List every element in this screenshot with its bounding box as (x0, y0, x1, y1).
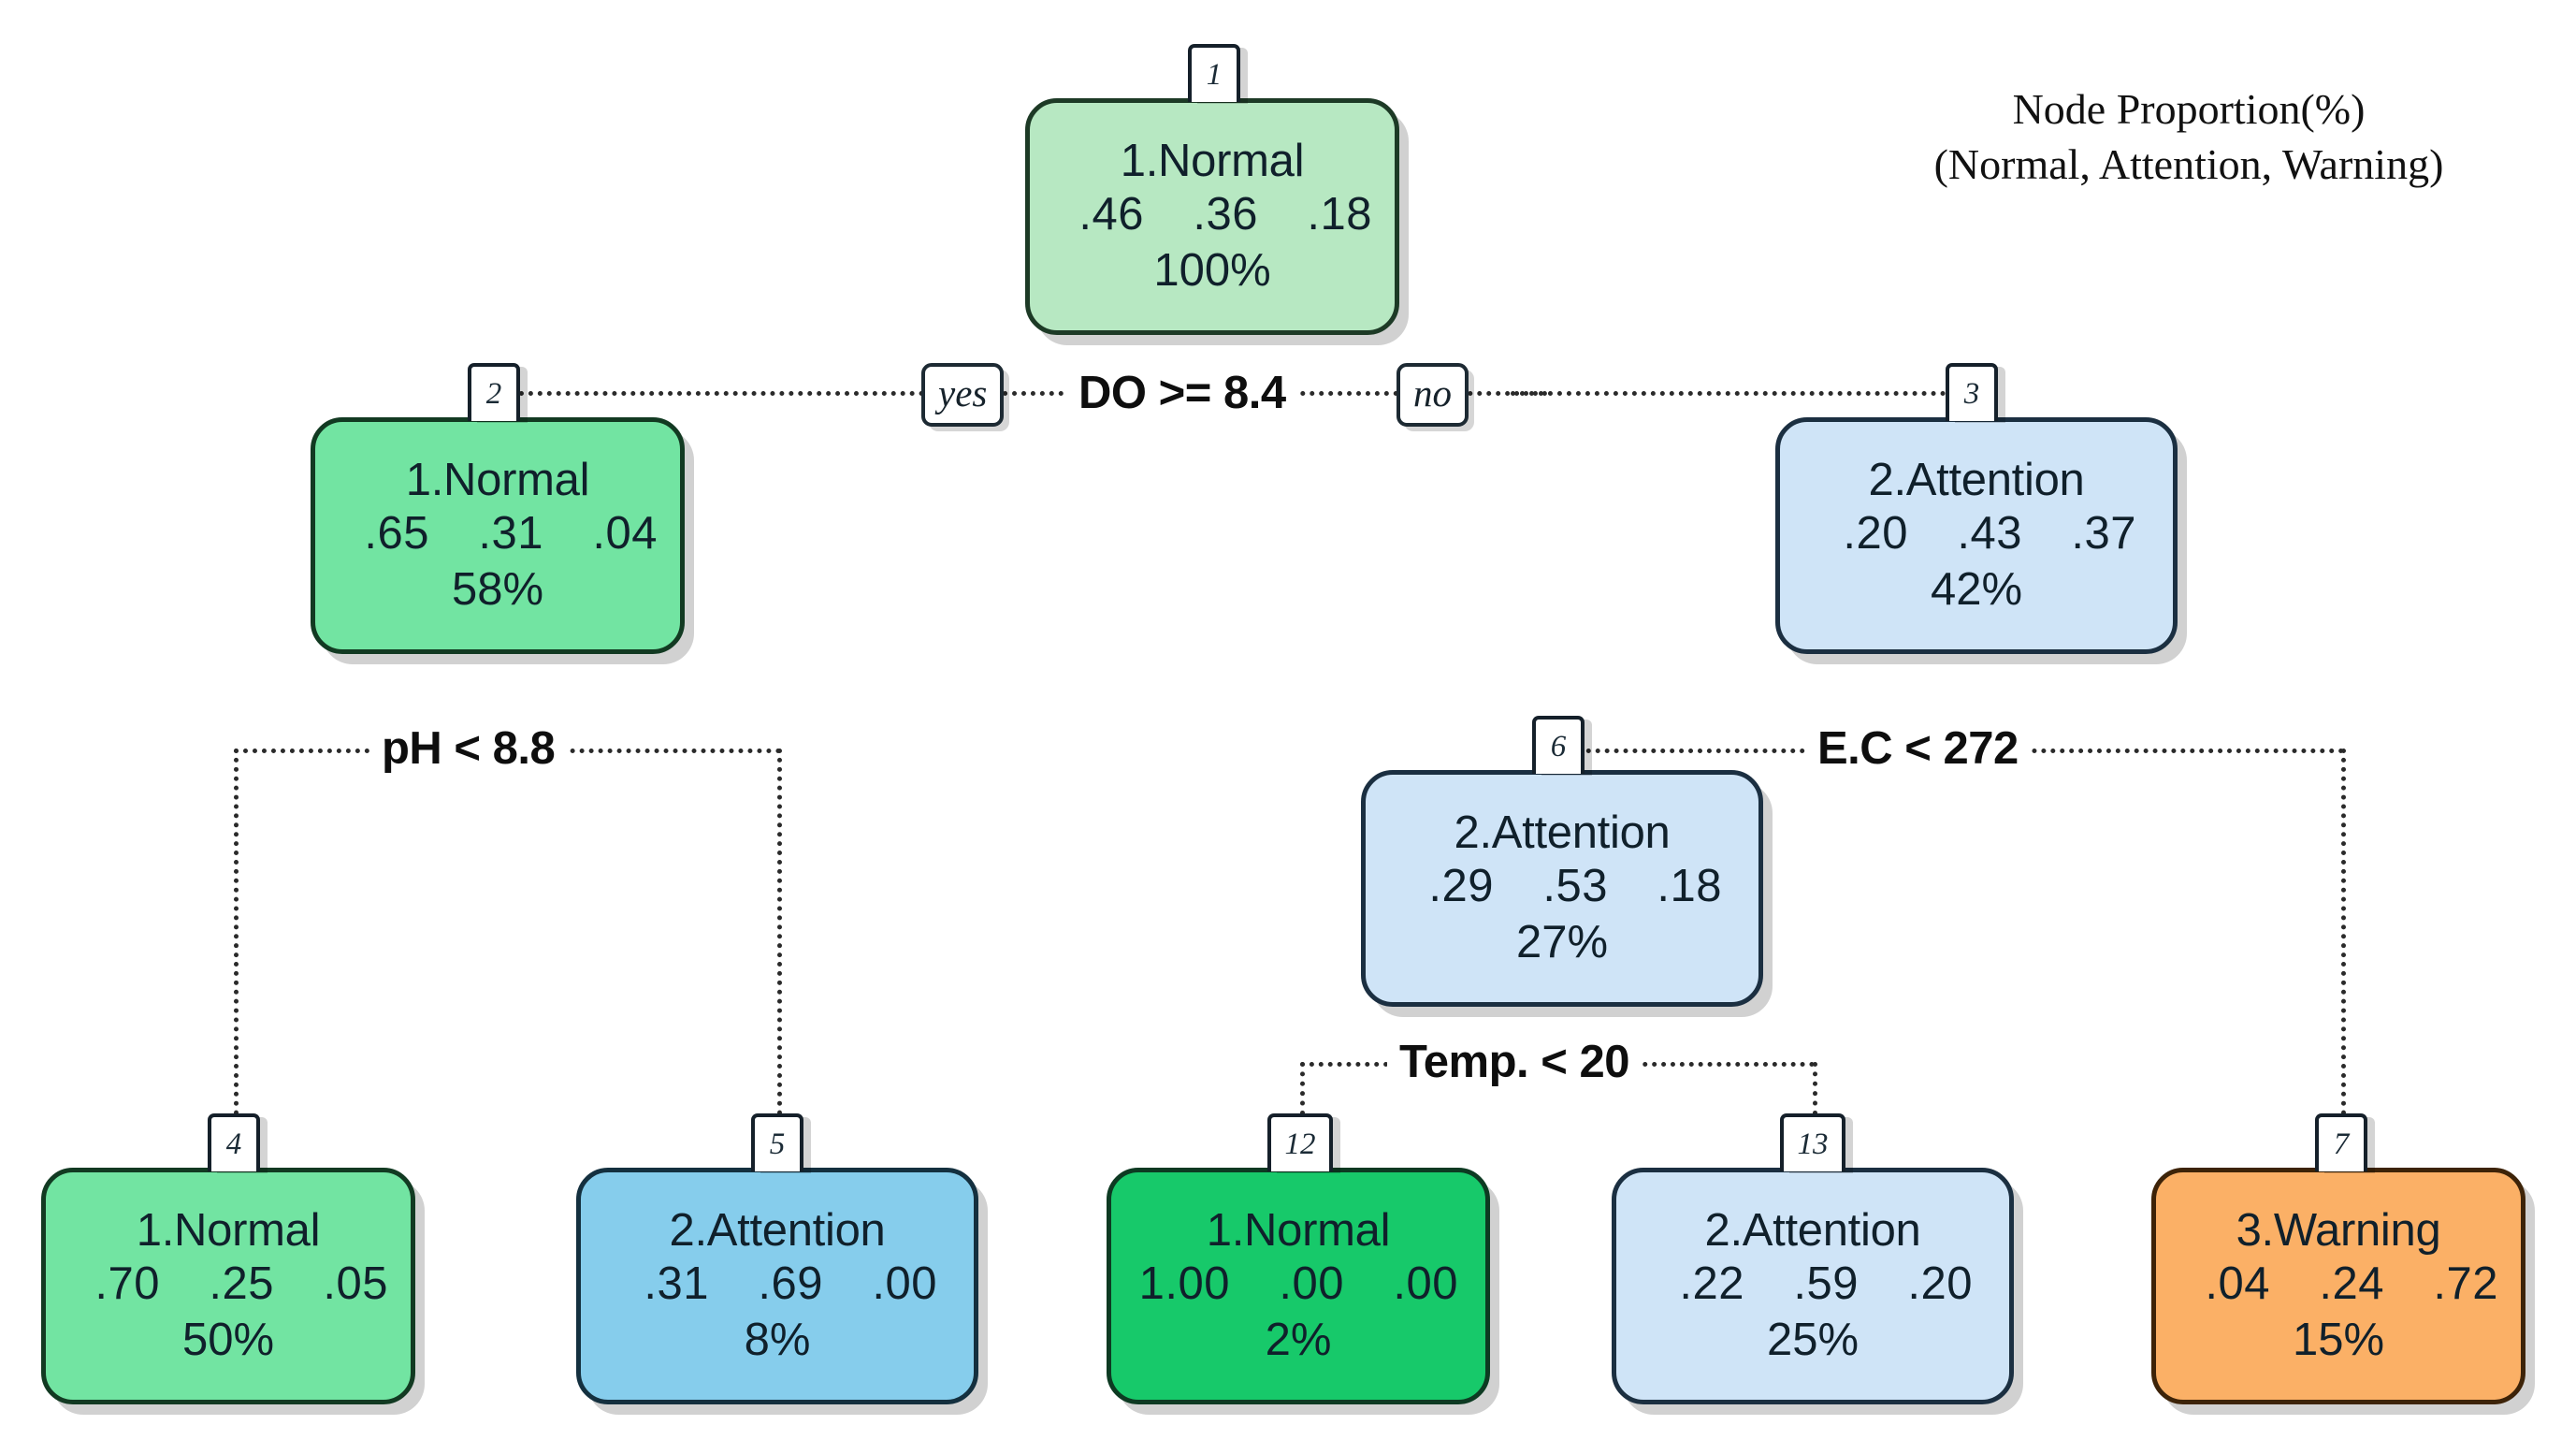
node-13-probs: .22 .59 .20 (1653, 1258, 1973, 1310)
node-6-label: 2.Attention (1454, 807, 1671, 859)
node-2-prob-normal: .65 (364, 508, 429, 560)
node-1-prob-normal: .46 (1078, 189, 1144, 240)
node-tab-2[interactable]: 2 (468, 363, 520, 421)
node-tab-3[interactable]: 3 (1946, 363, 1998, 421)
node-12[interactable]: 1.Normal 1.00 .00 .00 2% (1107, 1168, 1490, 1404)
node-3-pct: 42% (1930, 563, 2023, 615)
node-6-prob-attention: .53 (1542, 861, 1608, 912)
split-label-temp: Temp. < 20 (1387, 1036, 1643, 1088)
node-4-prob-warning: .05 (323, 1258, 388, 1310)
node-12-prob-warning: .00 (1393, 1258, 1458, 1310)
node-13-prob-attention: .59 (1793, 1258, 1859, 1310)
node-4-probs: .70 .25 .05 (68, 1258, 388, 1310)
node-6-prob-normal: .29 (1428, 861, 1494, 912)
node-2-prob-warning: .04 (592, 508, 658, 560)
node-1-prob-attention: .36 (1193, 189, 1258, 240)
node-4-prob-attention: .25 (209, 1258, 274, 1310)
node-7-prob-normal: .04 (2205, 1258, 2270, 1310)
node-7-prob-attention: .24 (2319, 1258, 2384, 1310)
node-1-probs: .46 .36 .18 (1052, 189, 1372, 240)
node-5-probs: .31 .69 .00 (617, 1258, 937, 1310)
node-5-prob-warning: .00 (872, 1258, 937, 1310)
edge-chip-no: no (1397, 363, 1469, 427)
node-13[interactable]: 2.Attention .22 .59 .20 25% (1612, 1168, 2014, 1404)
node-12-prob-normal: 1.00 (1138, 1258, 1230, 1310)
node-tab-5[interactable]: 5 (751, 1113, 803, 1171)
node-5-pct: 8% (744, 1314, 811, 1365)
node-12-probs: 1.00 .00 .00 (1138, 1258, 1458, 1310)
node-7-prob-warning: .72 (2433, 1258, 2498, 1310)
node-13-prob-warning: .20 (1907, 1258, 1973, 1310)
node-3[interactable]: 2.Attention .20 .43 .37 42% (1775, 417, 2178, 654)
node-1-prob-warning: .18 (1307, 189, 1372, 240)
split-label-do: DO >= 8.4 (1066, 367, 1298, 419)
node-2-pct: 58% (451, 563, 544, 615)
node-1-label: 1.Normal (1120, 136, 1305, 187)
legend: Node Proportion(%) (Normal, Attention, W… (1843, 82, 2535, 193)
split-label-ph: pH < 8.8 (369, 722, 568, 775)
edge-n2-to-n4 (234, 749, 239, 1115)
node-tab-13[interactable]: 13 (1780, 1113, 1845, 1171)
node-3-probs: .20 .43 .37 (1816, 508, 2136, 560)
node-13-label: 2.Attention (1704, 1205, 1921, 1257)
node-2-label: 1.Normal (405, 455, 590, 506)
node-12-pct: 2% (1265, 1314, 1332, 1365)
node-4[interactable]: 1.Normal .70 .25 .05 50% (41, 1168, 415, 1404)
node-5-prob-normal: .31 (644, 1258, 709, 1310)
node-tab-12[interactable]: 12 (1267, 1113, 1333, 1171)
node-4-pct: 50% (181, 1314, 275, 1365)
node-7[interactable]: 3.Warning .04 .24 .72 15% (2151, 1168, 2525, 1404)
node-12-prob-attention: .00 (1279, 1258, 1344, 1310)
node-5[interactable]: 2.Attention .31 .69 .00 8% (576, 1168, 978, 1404)
node-1[interactable]: 1.Normal .46 .36 .18 100% (1025, 98, 1399, 335)
node-4-label: 1.Normal (136, 1205, 321, 1257)
node-3-prob-warning: .37 (2071, 508, 2136, 560)
node-tab-7[interactable]: 7 (2315, 1113, 2367, 1171)
edge-n6-to-n13 (1813, 1062, 1817, 1115)
node-7-label: 3.Warning (2236, 1205, 2441, 1257)
node-5-prob-attention: .69 (758, 1258, 823, 1310)
node-1-pct: 100% (1153, 244, 1271, 296)
node-12-label: 1.Normal (1206, 1205, 1391, 1257)
node-6-probs: .29 .53 .18 (1402, 861, 1722, 912)
edge-n6-to-n12 (1300, 1062, 1305, 1115)
edge-chip-yes: yes (921, 363, 1005, 427)
node-7-pct: 15% (2292, 1314, 2385, 1365)
node-3-prob-normal: .20 (1843, 508, 1908, 560)
node-tab-1[interactable]: 1 (1188, 44, 1240, 102)
node-6-pct: 27% (1515, 916, 1609, 967)
node-3-prob-attention: .43 (1957, 508, 2022, 560)
node-6-prob-warning: .18 (1657, 861, 1722, 912)
edge-n2-to-n5 (777, 749, 782, 1115)
node-4-prob-normal: .70 (94, 1258, 160, 1310)
node-2[interactable]: 1.Normal .65 .31 .04 58% (311, 417, 685, 654)
node-2-prob-attention: .31 (478, 508, 543, 560)
legend-line-1: Node Proportion(%) (2012, 85, 2366, 133)
edge-n3-to-n7 (2341, 749, 2346, 1115)
node-2-probs: .65 .31 .04 (338, 508, 658, 560)
node-5-label: 2.Attention (669, 1205, 886, 1257)
edge-root-right (1511, 391, 1974, 396)
node-tab-6[interactable]: 6 (1532, 716, 1585, 774)
node-13-pct: 25% (1766, 1314, 1860, 1365)
edge-root-left (510, 391, 1548, 396)
legend-line-2: (Normal, Attention, Warning) (1933, 139, 2444, 188)
node-13-prob-normal: .22 (1679, 1258, 1744, 1310)
node-3-label: 2.Attention (1868, 455, 2085, 506)
node-6[interactable]: 2.Attention .29 .53 .18 27% (1361, 770, 1763, 1007)
split-label-ec: E.C < 272 (1805, 722, 2031, 775)
node-7-probs: .04 .24 .72 (2178, 1258, 2498, 1310)
node-tab-4[interactable]: 4 (208, 1113, 260, 1171)
